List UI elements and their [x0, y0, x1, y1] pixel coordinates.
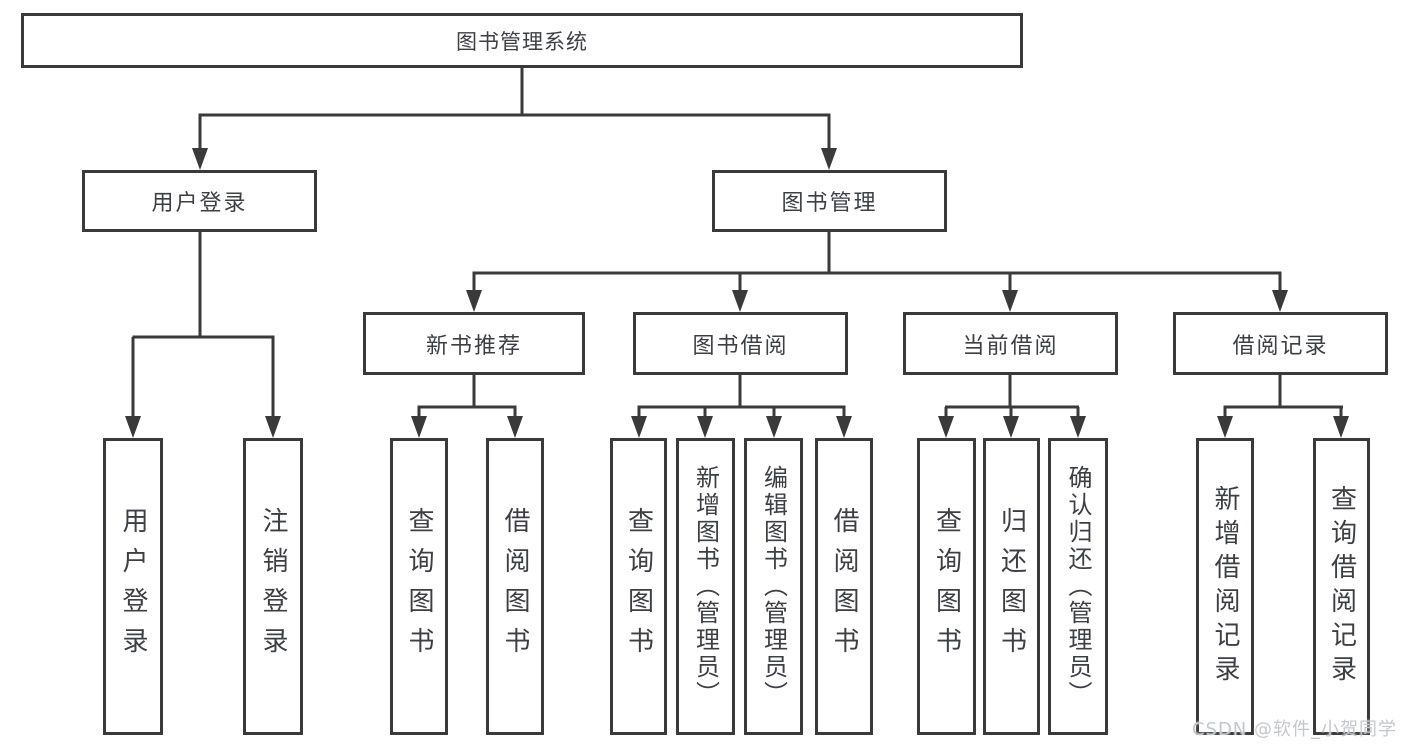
node-root: 图书管理系统 [21, 13, 1023, 68]
arrowhead [938, 416, 954, 438]
arrowhead [1070, 416, 1086, 438]
node-book-borrow-label: 图书借阅 [692, 333, 789, 359]
node-root-label: 图书管理系统 [456, 29, 588, 54]
leaf-borrow-query-books-label: 查询图书 [623, 506, 654, 667]
leaf-add-borrow-record-label: 新增借阅记录 [1210, 484, 1240, 689]
leaf-borrow-books: 借阅图书 [815, 438, 873, 735]
arrowhead [1217, 416, 1233, 438]
node-user-login-label: 用户登录 [151, 191, 248, 216]
node-book-management: 图书管理 [712, 170, 947, 232]
leaf-edit-books-admin: 编辑图书（管理员） [744, 438, 803, 735]
node-book-borrow: 图书借阅 [633, 312, 848, 375]
leaf-logout-label: 注销登录 [258, 506, 288, 667]
arrowhead [766, 416, 782, 438]
leaf-user-login-label: 用户登录 [118, 506, 148, 667]
node-new-book-recommend-label: 新书推荐 [425, 333, 522, 359]
leaf-recommend-query-books: 查询图书 [390, 438, 448, 735]
node-current-borrow-label: 当前借阅 [962, 333, 1059, 359]
leaf-user-login: 用户登录 [103, 438, 163, 735]
leaf-recommend-query-books-label: 查询图书 [404, 506, 434, 667]
arrowhead [466, 290, 482, 312]
leaf-add-borrow-record: 新增借阅记录 [1196, 438, 1254, 735]
leaf-borrow-query-books: 查询图书 [610, 438, 667, 735]
arrowhead [1002, 290, 1018, 312]
arrowhead [125, 416, 141, 438]
leaf-return-books-label: 归还图书 [996, 506, 1027, 667]
leaf-edit-books-admin-label: 编辑图书（管理员） [759, 465, 788, 708]
arrowhead [265, 416, 281, 438]
leaf-confirm-return-admin: 确认归还（管理员） [1048, 438, 1108, 735]
arrowhead [732, 290, 748, 312]
leaf-recommend-borrow-books-label: 借阅图书 [500, 506, 530, 667]
arrowhead [1003, 416, 1019, 438]
node-borrow-records-label: 借阅记录 [1232, 333, 1329, 359]
arrowhead [821, 148, 837, 170]
arrowhead [192, 148, 208, 170]
leaf-return-books: 归还图书 [983, 438, 1040, 735]
node-user-login: 用户登录 [82, 170, 317, 232]
arrowhead [411, 416, 427, 438]
leaf-recommend-borrow-books: 借阅图书 [486, 438, 544, 735]
leaf-current-query-books: 查询图书 [917, 438, 976, 735]
leaf-add-books-admin-label: 新增图书（管理员） [691, 465, 720, 708]
watermark: CSDN @软件_小贺同学 [1191, 719, 1397, 740]
arrowhead [631, 416, 647, 438]
node-new-book-recommend: 新书推荐 [363, 312, 585, 375]
node-book-management-label: 图书管理 [781, 191, 878, 216]
node-current-borrow: 当前借阅 [903, 312, 1118, 375]
arrowhead [697, 416, 713, 438]
leaf-confirm-return-admin-label: 确认归还（管理员） [1064, 465, 1092, 708]
arrowhead [1272, 290, 1288, 312]
leaf-current-query-books-label: 查询图书 [931, 506, 962, 667]
leaf-query-borrow-record-label: 查询借阅记录 [1326, 484, 1357, 689]
leaf-logout: 注销登录 [243, 438, 303, 735]
leaf-borrow-books-label: 借阅图书 [829, 506, 859, 667]
leaf-add-books-admin: 新增图书（管理员） [676, 438, 735, 735]
arrowhead [507, 416, 523, 438]
leaf-query-borrow-record: 查询借阅记录 [1313, 438, 1370, 735]
arrowhead [836, 416, 852, 438]
node-borrow-records: 借阅记录 [1173, 312, 1388, 375]
arrowhead [1333, 416, 1349, 438]
